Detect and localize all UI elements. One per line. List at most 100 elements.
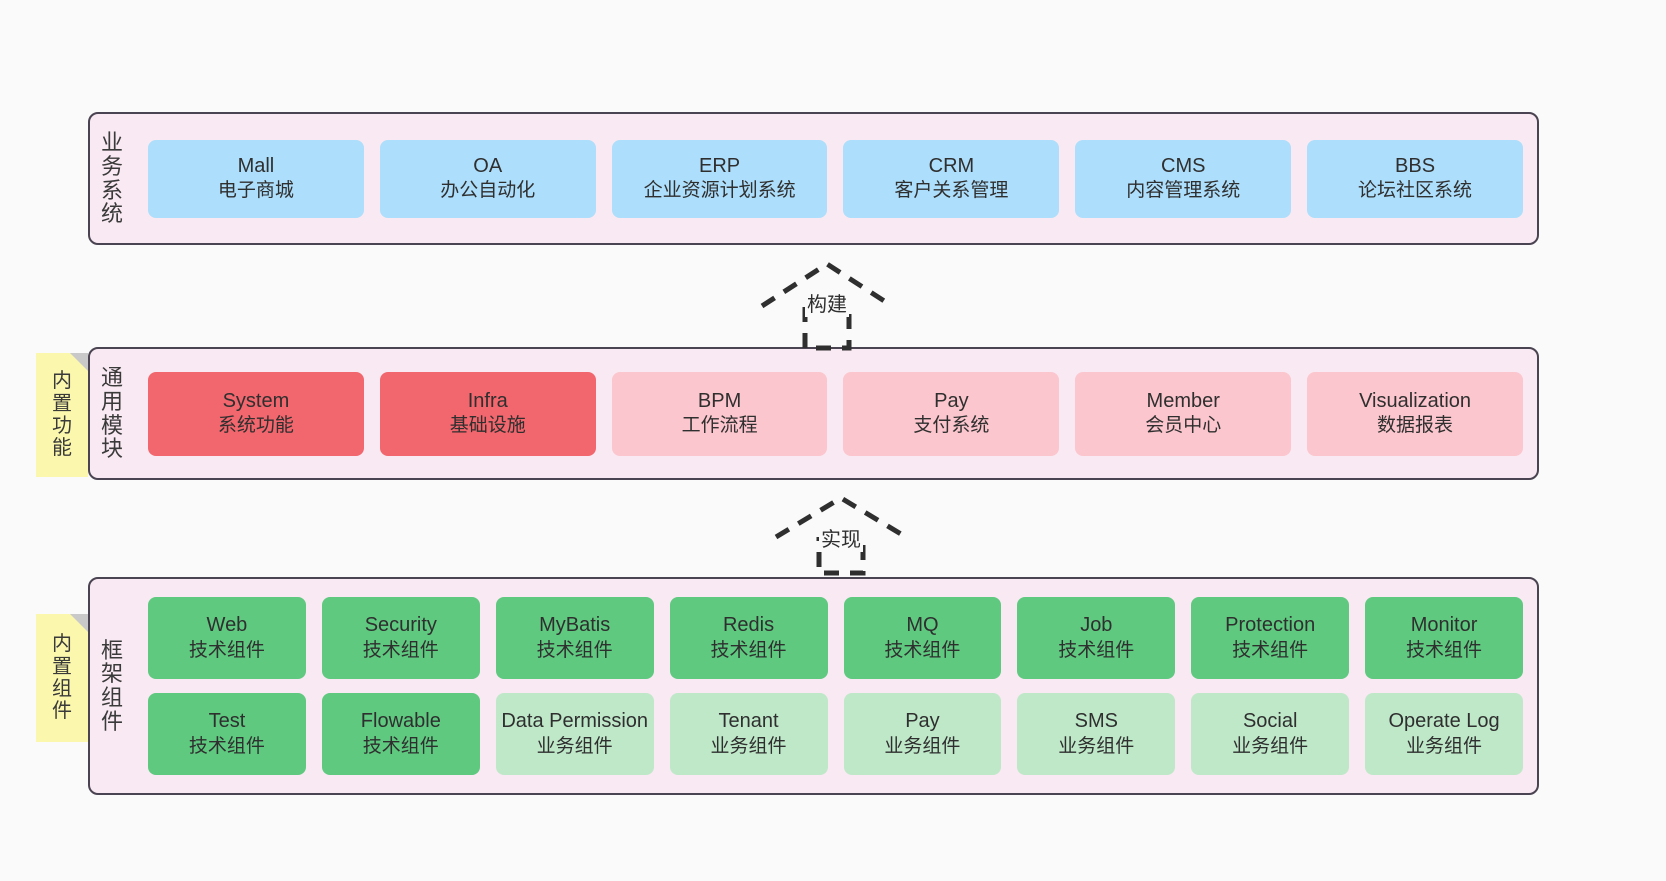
card-pay-module-name: Pay	[934, 389, 969, 412]
card-flowable-desc: 技术组件	[362, 735, 439, 757]
card-sms-name: SMS	[1074, 710, 1118, 733]
card-visualization-desc: 数据报表	[1377, 415, 1454, 437]
card-cms[interactable]: CMS 内容管理系统	[1075, 139, 1292, 218]
card-bbs-name: BBS	[1395, 154, 1436, 177]
layer-business-system-title: 业务系统	[100, 130, 123, 227]
card-operate-log[interactable]: Operate Log 业务组件	[1365, 693, 1523, 775]
card-data-permission-name: Data Permission	[501, 710, 649, 733]
card-cms-desc: 内容管理系统	[1126, 180, 1241, 202]
sticky-note-builtin-component-label: 内置组件	[52, 633, 72, 723]
layer-common-module-body: System 系统功能 Infra 基础设施 BPM 工作流程 Pay 支付系统…	[134, 349, 1537, 478]
card-bpm[interactable]: BPM 工作流程	[611, 371, 828, 456]
card-security-desc: 技术组件	[362, 639, 439, 661]
sticky-note-builtin-function: 内置功能	[36, 353, 88, 477]
card-cms-name: CMS	[1161, 154, 1206, 177]
card-job-desc: 技术组件	[1058, 639, 1135, 661]
card-flowable[interactable]: Flowable 技术组件	[321, 693, 480, 775]
card-oa-desc: 办公自动化	[440, 180, 536, 202]
card-protection-name: Protection	[1225, 614, 1316, 637]
card-system-name: System	[222, 389, 290, 412]
card-protection-desc: 技术组件	[1232, 639, 1309, 661]
card-bbs-desc: 论坛社区系统	[1358, 180, 1473, 202]
card-tenant-desc: 业务组件	[710, 735, 787, 757]
card-crm-desc: 客户关系管理	[894, 180, 1009, 202]
card-infra-name: Infra	[467, 389, 508, 412]
connector-build-label: 构建	[805, 288, 849, 317]
card-infra-desc: 基础设施	[449, 415, 526, 437]
card-data-permission[interactable]: Data Permission 业务组件	[495, 693, 654, 775]
card-member-desc: 会员中心	[1145, 415, 1222, 437]
card-mall-name: Mall	[237, 154, 275, 177]
card-security[interactable]: Security 技术组件	[321, 597, 480, 679]
card-social-name: Social	[1242, 710, 1298, 733]
card-erp-desc: 企业资源计划系统	[643, 180, 796, 202]
card-monitor-name: Monitor	[1410, 614, 1478, 637]
card-pay-component-desc: 业务组件	[884, 735, 961, 757]
card-social[interactable]: Social 业务组件	[1191, 693, 1350, 775]
card-web[interactable]: Web 技术组件	[148, 597, 306, 679]
layer-common-module-title: 通用模块	[100, 365, 123, 462]
card-erp-name: ERP	[699, 154, 741, 177]
sticky-fold-icon	[70, 614, 88, 632]
card-redis-name: Redis	[722, 614, 775, 637]
card-sms[interactable]: SMS 业务组件	[1017, 693, 1176, 775]
card-job-name: Job	[1080, 614, 1113, 637]
card-mq-name: MQ	[906, 614, 939, 637]
layer-framework-component-body: Web 技术组件 Security 技术组件 MyBatis 技术组件 Redi…	[134, 579, 1537, 793]
card-pay-component[interactable]: Pay 业务组件	[843, 693, 1002, 775]
card-infra[interactable]: Infra 基础设施	[379, 371, 596, 456]
framework-row-tech: Web 技术组件 Security 技术组件 MyBatis 技术组件 Redi…	[148, 597, 1523, 679]
card-protection[interactable]: Protection 技术组件	[1191, 597, 1350, 679]
card-job[interactable]: Job 技术组件	[1017, 597, 1176, 679]
card-operate-log-desc: 业务组件	[1406, 735, 1483, 757]
sticky-note-builtin-component: 内置组件	[36, 614, 88, 742]
card-flowable-name: Flowable	[360, 710, 441, 733]
sticky-fold-icon	[70, 353, 88, 371]
card-monitor[interactable]: Monitor 技术组件	[1365, 597, 1523, 679]
card-bbs[interactable]: BBS 论坛社区系统	[1307, 139, 1523, 218]
card-erp[interactable]: ERP 企业资源计划系统	[611, 139, 828, 218]
card-mall-desc: 电子商城	[217, 180, 294, 202]
card-mall[interactable]: Mall 电子商城	[148, 139, 364, 218]
card-visualization-name: Visualization	[1359, 389, 1472, 412]
sticky-note-builtin-function-label: 内置功能	[52, 370, 72, 460]
card-mybatis[interactable]: MyBatis 技术组件	[495, 597, 654, 679]
card-mybatis-desc: 技术组件	[536, 639, 613, 661]
card-system[interactable]: System 系统功能	[148, 371, 364, 456]
card-tenant-name: Tenant	[718, 710, 779, 733]
card-oa-name: OA	[473, 154, 503, 177]
card-member[interactable]: Member 会员中心	[1075, 371, 1292, 456]
layer-common-module: 通用模块 System 系统功能 Infra 基础设施 BPM 工作流程 Pay…	[88, 347, 1539, 480]
card-tenant[interactable]: Tenant 业务组件	[669, 693, 828, 775]
card-bpm-name: BPM	[697, 389, 742, 412]
card-crm[interactable]: CRM 客户关系管理	[843, 139, 1060, 218]
card-visualization[interactable]: Visualization 数据报表	[1307, 371, 1523, 456]
card-redis[interactable]: Redis 技术组件	[669, 597, 828, 679]
card-mq[interactable]: MQ 技术组件	[843, 597, 1002, 679]
card-monitor-desc: 技术组件	[1406, 639, 1483, 661]
card-member-name: Member	[1146, 389, 1220, 412]
card-mybatis-name: MyBatis	[539, 614, 611, 637]
card-redis-desc: 技术组件	[710, 639, 787, 661]
connector-implement: 实现	[771, 493, 911, 576]
card-pay-module[interactable]: Pay 支付系统	[843, 371, 1060, 456]
card-web-desc: 技术组件	[188, 639, 265, 661]
card-test[interactable]: Test 技术组件	[148, 693, 306, 775]
card-operate-log-name: Operate Log	[1388, 710, 1500, 733]
card-oa[interactable]: OA 办公自动化	[379, 139, 596, 218]
card-pay-component-name: Pay	[905, 710, 940, 733]
card-security-name: Security	[364, 614, 437, 637]
card-data-permission-desc: 业务组件	[536, 735, 613, 757]
layer-framework-component-title: 框架组件	[100, 637, 123, 734]
connector-implement-label: 实现	[819, 523, 863, 552]
connector-build: 构建	[757, 258, 897, 351]
card-pay-module-desc: 支付系统	[913, 415, 990, 437]
card-test-desc: 技术组件	[188, 735, 265, 757]
card-mq-desc: 技术组件	[884, 639, 961, 661]
card-social-desc: 业务组件	[1232, 735, 1309, 757]
framework-row-business: Test 技术组件 Flowable 技术组件 Data Permission …	[148, 693, 1523, 775]
card-web-name: Web	[206, 614, 248, 637]
card-test-name: Test	[208, 710, 246, 733]
card-sms-desc: 业务组件	[1058, 735, 1135, 757]
